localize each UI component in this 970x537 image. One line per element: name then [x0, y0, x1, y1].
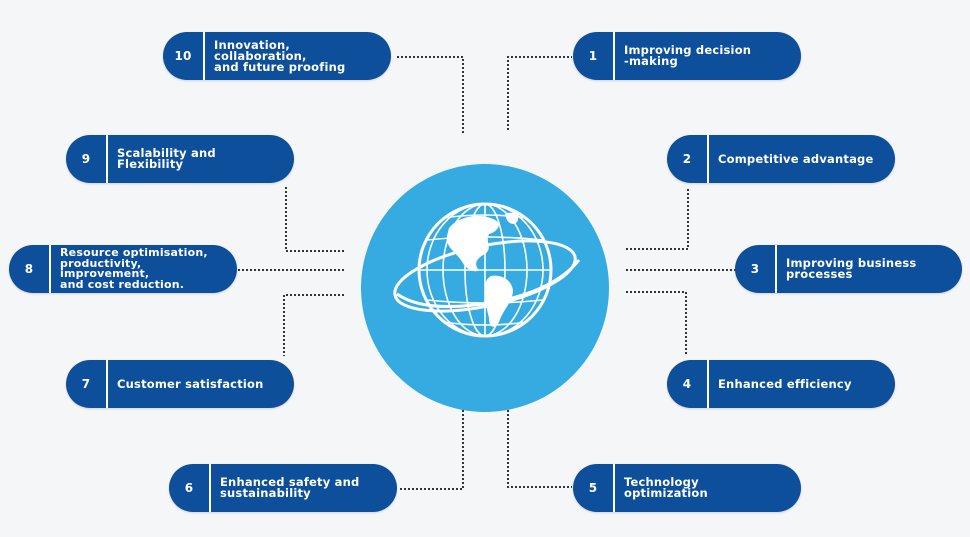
item-number: 10: [163, 32, 205, 80]
item-3: 3 Improving business processes: [735, 245, 962, 293]
connector-10: [397, 56, 464, 133]
item-9: 9 Scalability and Flexibility: [66, 135, 294, 183]
item-label: Competitive advantage: [718, 151, 874, 166]
connector-6: [398, 410, 464, 490]
item-number: 2: [667, 135, 709, 183]
item-2: 2 Competitive advantage: [667, 135, 895, 183]
item-number: 7: [66, 360, 108, 408]
globe-icon: [393, 202, 581, 338]
item-8: 8 Resource optimisation, productivity, i…: [9, 245, 237, 293]
item-label: Enhanced safety and sustainability: [220, 475, 360, 500]
item-4: 4 Enhanced efficiency: [667, 360, 895, 408]
item-number: 5: [573, 464, 615, 512]
item-5: 5 Technology optimization: [573, 464, 801, 512]
item-7: 7 Customer satisfaction: [66, 360, 294, 408]
item-10: 10 Innovation, collaboration, and future…: [163, 32, 391, 80]
item-number: 1: [573, 32, 615, 80]
item-number: 3: [735, 245, 777, 293]
item-number: 4: [667, 360, 709, 408]
item-label: Improving decision -making: [624, 43, 752, 68]
item-label: Customer satisfaction: [117, 376, 264, 391]
item-6: 6 Enhanced safety and sustainability: [169, 464, 397, 512]
item-label: Improving business processes: [786, 256, 917, 281]
connector-9: [285, 187, 344, 252]
item-label: Innovation, collaboration, and future pr…: [214, 37, 346, 74]
connector-5: [507, 410, 572, 488]
item-1: 1 Improving decision -making: [573, 32, 801, 80]
item-label: Resource optimisation, productivity, imp…: [60, 246, 208, 291]
item-label: Enhanced efficiency: [718, 376, 852, 391]
item-label: Technology optimization: [624, 475, 708, 500]
connector-7: [283, 294, 344, 356]
connector-2: [626, 187, 689, 250]
item-label: Scalability and Flexibility: [117, 146, 216, 171]
item-number: 8: [9, 245, 51, 293]
item-number: 9: [66, 135, 108, 183]
connector-1: [507, 56, 572, 130]
item-number: 6: [169, 464, 211, 512]
connector-4: [626, 291, 687, 356]
